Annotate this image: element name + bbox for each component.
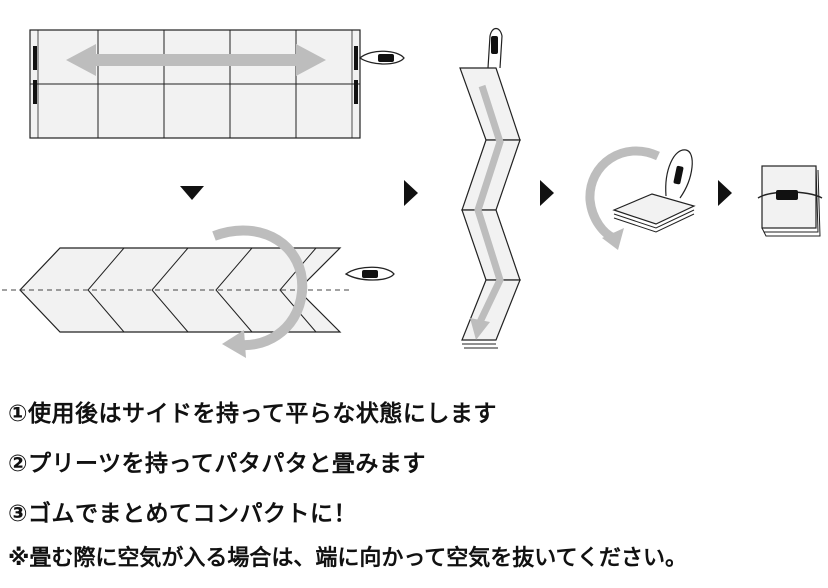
stretch-arrow [66, 44, 326, 76]
flat-sheet-illustration [29, 29, 361, 139]
right-arrow-icon [540, 180, 554, 206]
step-1-text: ①使用後はサイドを持って平らな状態にします [8, 401, 497, 427]
right-arrow-icon [404, 180, 418, 206]
folded-stack-illustration [612, 149, 696, 233]
rotate-arrow [212, 225, 308, 358]
folding-diagram [2, 27, 823, 358]
pleated-sheet-illustration [2, 247, 395, 333]
note-text: ※畳む際に空気が入る場合は、端に向かって空気を抜いてください。 [8, 546, 687, 571]
right-arrow-icon [718, 180, 732, 206]
compact-pack-illustration [757, 165, 823, 237]
zigzag-fold-illustration [459, 27, 521, 349]
elastic-band [358, 50, 405, 65]
down-arrow-icon [180, 186, 204, 200]
rotate-arrow [585, 146, 660, 250]
step-2-text: ②プリーツを持ってパタパタと畳みます [8, 451, 426, 477]
step-3-text: ③ゴムでまとめてコンパクトに！ [8, 501, 357, 527]
